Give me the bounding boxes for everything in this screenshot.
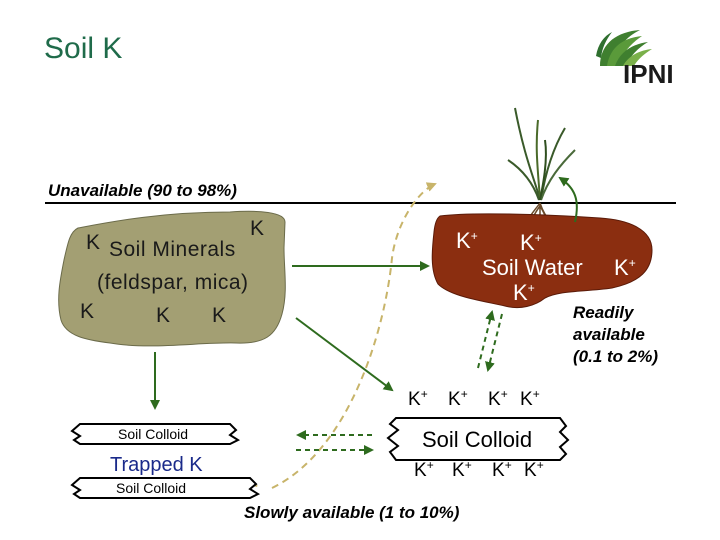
slow-release-to-plant-arrow — [271, 182, 437, 489]
water-k-3: K+ — [614, 255, 636, 280]
left-soil-colloid-top: Soil Colloid — [70, 423, 241, 445]
soil-minerals-shape — [58, 210, 286, 347]
colloid-k-top-1: K+ — [408, 387, 428, 410]
readily-label-line2: available — [573, 325, 645, 344]
slowly-label: Slowly available (1 to 10%) — [244, 503, 460, 522]
colloid-k-top-4: K+ — [520, 387, 540, 410]
page-title: Soil K — [44, 32, 122, 65]
minerals-examples: (feldspar, mica) — [97, 271, 249, 294]
colloid-k-top-3: K+ — [488, 387, 508, 410]
ipni-logo: IPNI — [596, 30, 674, 89]
water-to-plant-arrow — [558, 176, 578, 223]
colloid-k-bottom-1: K+ — [414, 458, 434, 481]
grass-logo-icon — [596, 30, 652, 66]
logo-text: IPNI — [623, 59, 674, 89]
water-k-4: K+ — [513, 280, 535, 305]
left-colloid-top-name: Soil Colloid — [118, 426, 188, 442]
readily-label-line1: Readily — [573, 303, 635, 322]
unavailable-label: Unavailable (90 to 98%) — [48, 181, 237, 200]
readily-label-line3: (0.1 to 2%) — [573, 347, 658, 366]
water-to-colloid-arrow — [485, 313, 503, 372]
colloid-k-bottom-4: K+ — [524, 458, 544, 481]
colloid-to-water-arrow — [477, 310, 495, 369]
mineral-k-top-right: K — [250, 217, 265, 240]
water-k-1: K+ — [456, 228, 478, 253]
minerals-to-exchangeable-arrow — [295, 317, 394, 392]
left-colloid-bottom-name: Soil Colloid — [116, 480, 186, 496]
colloid-k-bottom-3: K+ — [492, 458, 512, 481]
soil-water-name: Soil Water — [482, 255, 583, 280]
right-colloid-name: Soil Colloid — [422, 427, 532, 452]
water-k-2: K+ — [520, 230, 542, 255]
mineral-k-bottom-1: K — [80, 300, 95, 323]
colloid-k-top-2: K+ — [448, 387, 468, 410]
left-soil-colloid-bottom: Soil Colloid — [70, 477, 261, 499]
mineral-k-bottom-3: K — [212, 304, 227, 327]
plant-icon — [507, 107, 576, 229]
mineral-k-left: K — [86, 231, 101, 254]
right-soil-colloid: Soil Colloid — [386, 417, 570, 461]
trapped-k-label: Trapped K — [110, 454, 203, 476]
minerals-name: Soil Minerals — [109, 238, 236, 261]
colloid-k-bottom-2: K+ — [452, 458, 472, 481]
soil-water-shape — [431, 213, 653, 309]
mineral-k-bottom-2: K — [156, 304, 171, 327]
